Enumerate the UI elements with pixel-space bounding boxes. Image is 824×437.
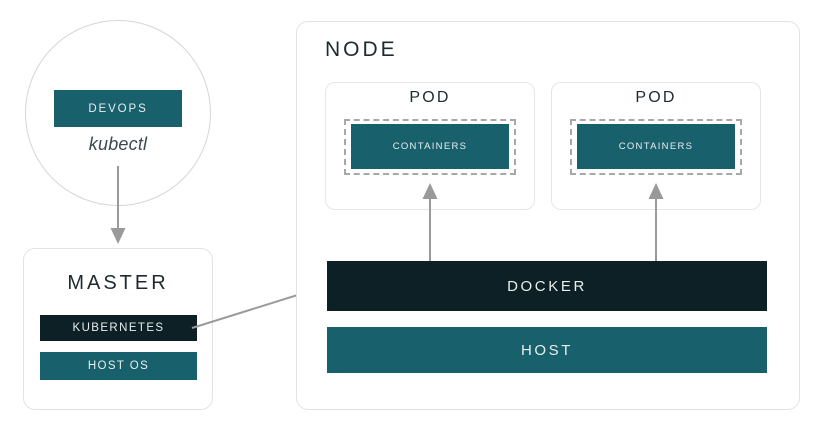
master-host-os-bar: HOST OS (40, 352, 197, 380)
docker-to-pod-1-arrow-icon (417, 183, 443, 261)
kubectl-arrow-icon (104, 166, 132, 246)
docker-bar: DOCKER (327, 261, 767, 311)
containers-dashed-border-1 (344, 119, 516, 175)
host-bar: HOST (327, 327, 767, 373)
master-title: MASTER (67, 272, 169, 294)
kubectl-label: kubectl (88, 134, 148, 154)
containers-box-2: CONTAINERS (577, 124, 735, 169)
containers-box-1: CONTAINERS (351, 124, 509, 169)
docker-to-pod-2-arrow-icon (643, 183, 669, 261)
master-kubernetes-bar: KUBERNETES (40, 315, 197, 341)
pod-title-2: POD (635, 89, 677, 106)
containers-dashed-border-2 (570, 119, 742, 175)
devops-box: DEVOPS (54, 90, 182, 127)
pod-title-1: POD (409, 89, 451, 106)
node-title: NODE (325, 38, 398, 61)
